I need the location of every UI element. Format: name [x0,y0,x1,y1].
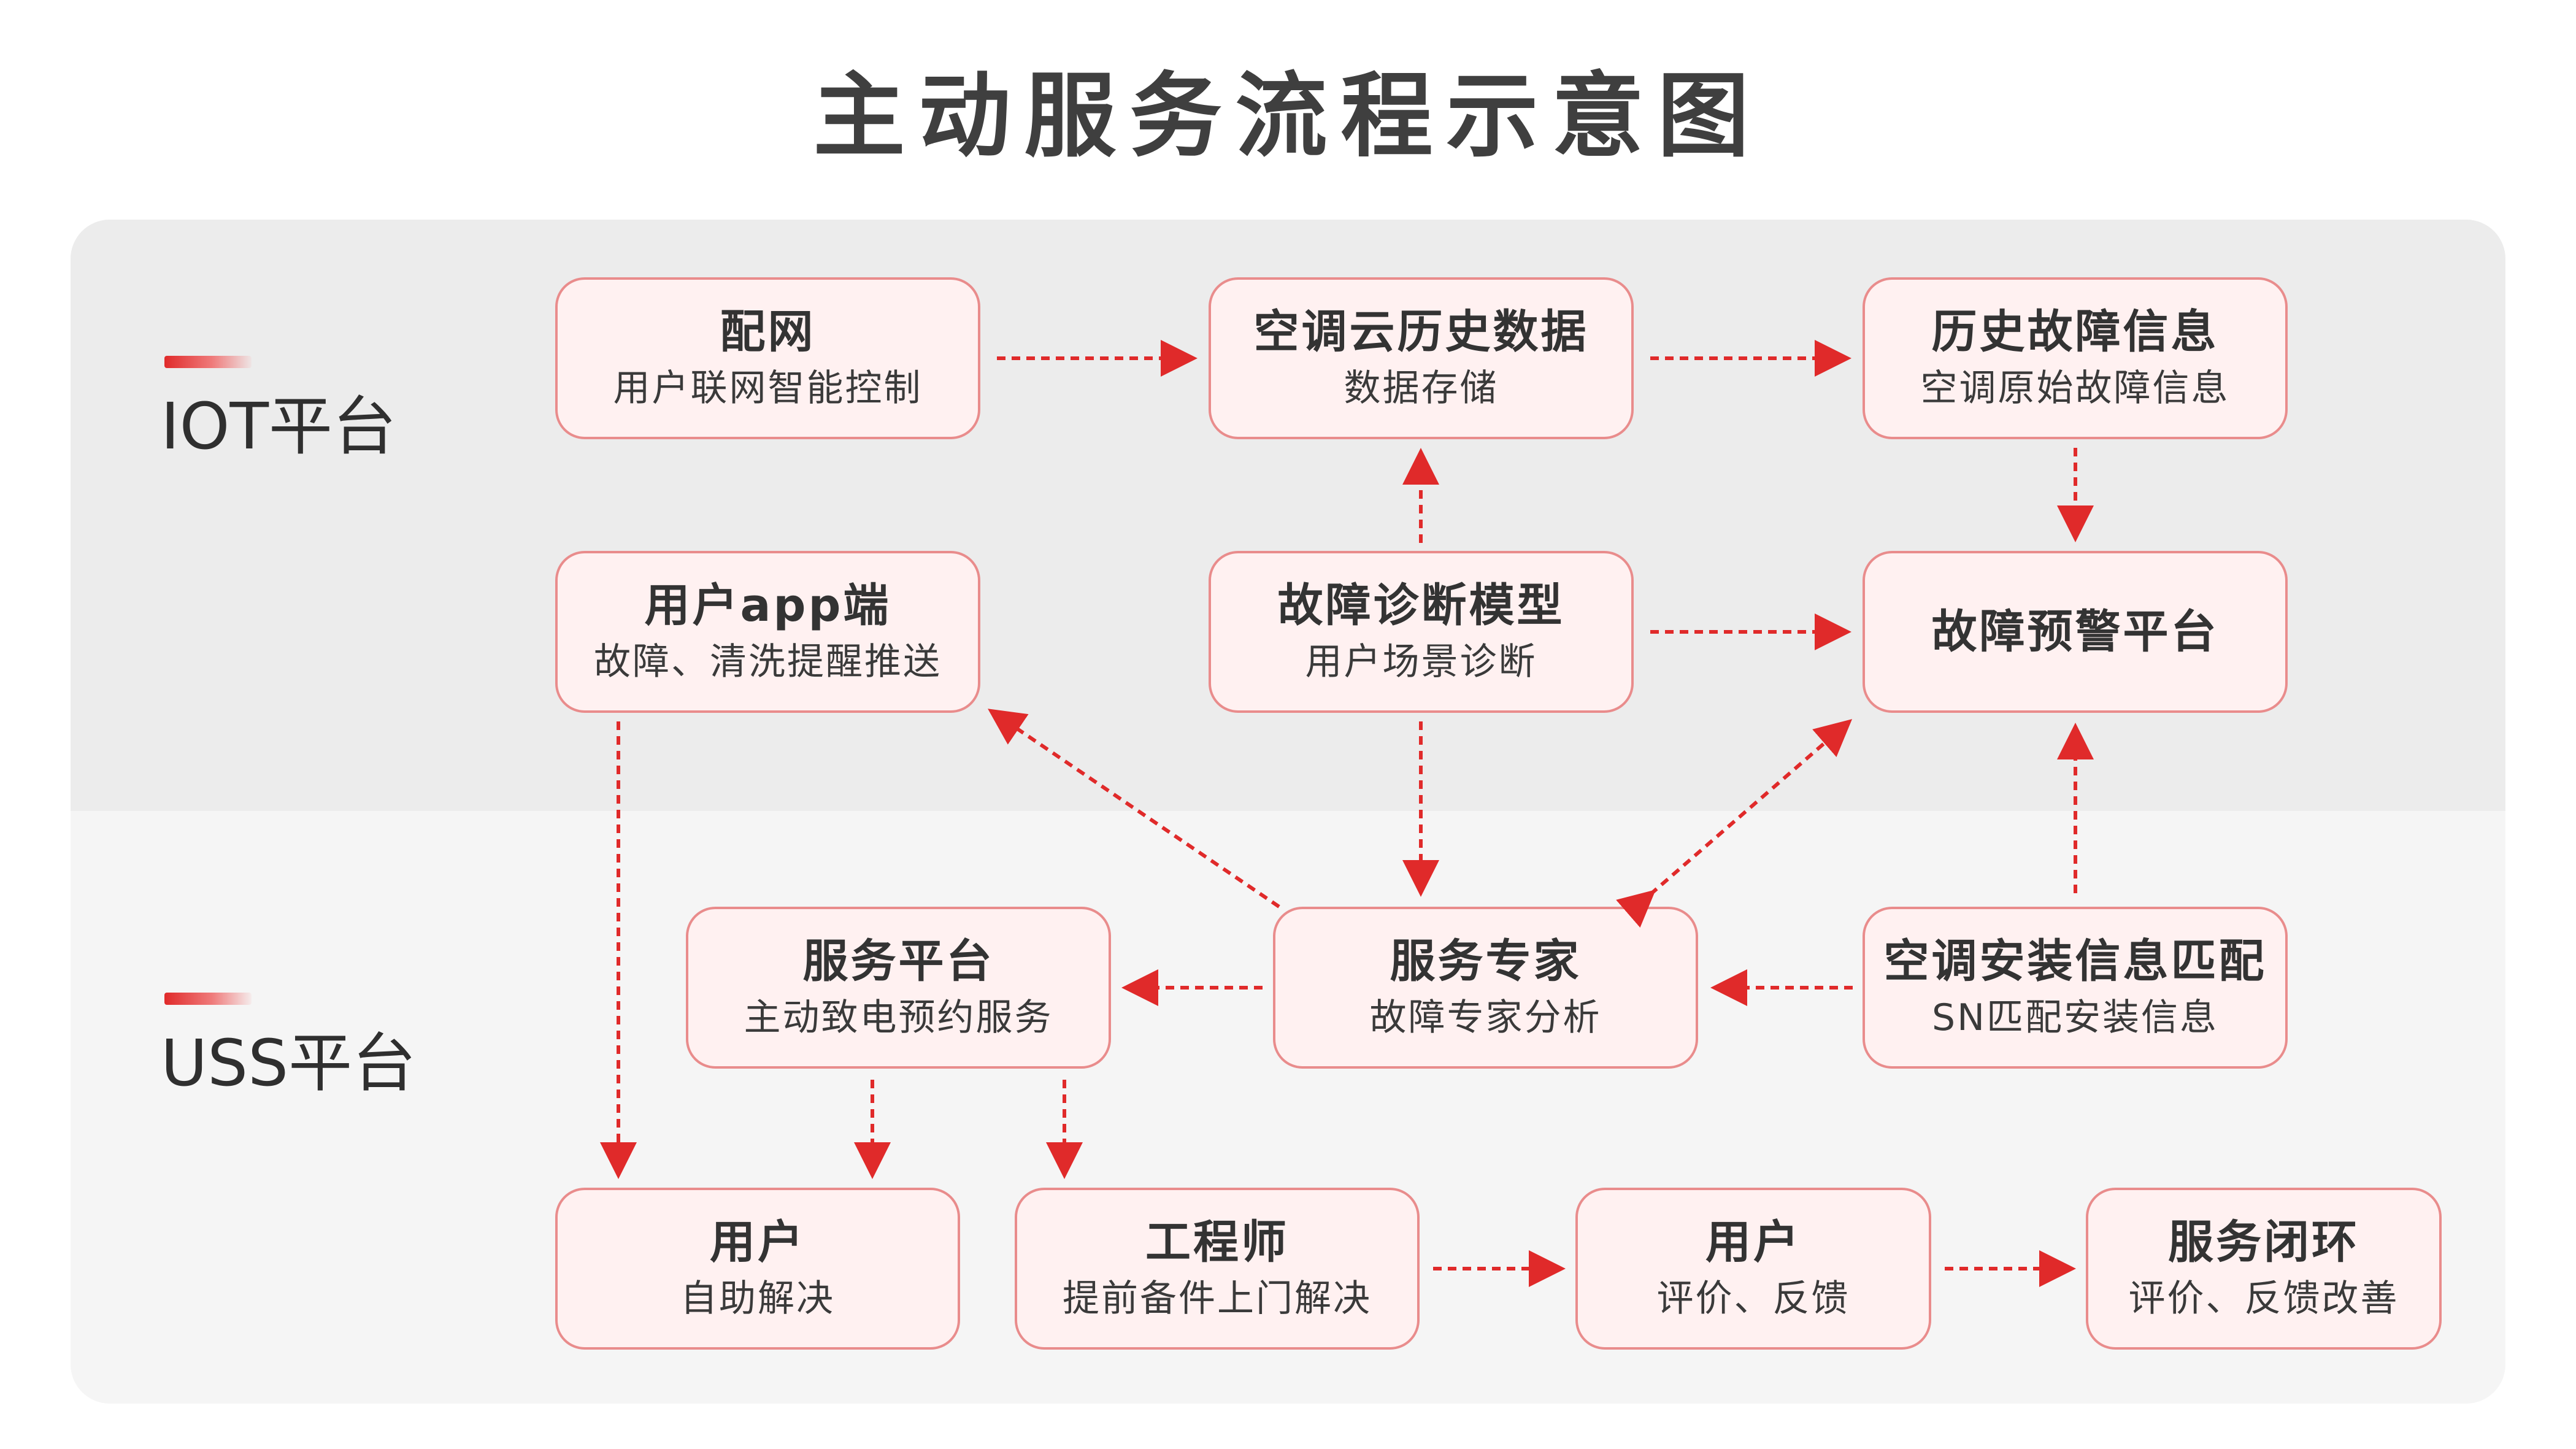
node-title: 历史故障信息 [1931,306,2219,358]
node-engineer: 工程师 提前备件上门解决 [1015,1188,1420,1350]
iot-accent-bar [164,356,252,368]
node-title: 配网 [720,306,816,358]
node-subtitle: 用户联网智能控制 [613,367,923,410]
node-title: 用户 [710,1216,805,1269]
node-service-loop: 服务闭环 评价、反馈改善 [2086,1188,2442,1350]
node-subtitle: 评价、反馈 [1656,1277,1850,1320]
node-title: 工程师 [1145,1216,1289,1269]
uss-accent-bar [164,993,252,1005]
node-subtitle: 提前备件上门解决 [1063,1277,1372,1320]
node-title: 用户 [1705,1216,1801,1269]
node-subtitle: 空调原始故障信息 [1920,367,2230,410]
node-title: 服务闭环 [2168,1216,2359,1269]
node-title: 服务平台 [802,935,994,988]
arrow-expert-to-app [988,709,1280,909]
uss-platform-label: USS平台 [161,1026,417,1101]
node-title: 故障诊断模型 [1277,579,1565,632]
node-history-fault: 历史故障信息 空调原始故障信息 [1863,277,2288,439]
node-title: 服务专家 [1390,935,1582,988]
node-user-self: 用户 自助解决 [555,1188,960,1350]
node-title: 空调安装信息匹配 [1883,935,2267,988]
node-subtitle: 主动致电预约服务 [744,996,1053,1039]
node-subtitle: 故障、清洗提醒推送 [594,640,942,683]
node-user-app: 用户app端 故障、清洗提醒推送 [555,551,980,713]
node-subtitle: 数据存储 [1344,367,1499,410]
node-title: 空调云历史数据 [1253,306,1589,358]
node-install-match: 空调安装信息匹配 SN匹配安装信息 [1863,907,2288,1069]
node-subtitle: 故障专家分析 [1369,996,1602,1039]
node-subtitle: 评价、反馈改善 [2128,1277,2399,1320]
node-subtitle: 自助解决 [680,1277,835,1320]
node-fault-model: 故障诊断模型 用户场景诊断 [1209,551,1634,713]
node-user-feedback: 用户 评价、反馈 [1575,1188,1931,1350]
page-title: 主动服务流程示意图 [813,63,1763,170]
node-subtitle: 用户场景诊断 [1305,640,1537,683]
node-service-platform: 服务平台 主动致电预约服务 [686,907,1111,1069]
node-title: 用户app端 [644,579,891,632]
arrow-expert-warning-bidirectional [1616,719,1853,928]
node-fault-warning: 故障预警平台 [1863,551,2288,713]
node-subtitle: SN匹配安装信息 [1932,996,2218,1039]
node-title: 故障预警平台 [1931,605,2219,658]
node-cloud-data: 空调云历史数据 数据存储 [1209,277,1634,439]
node-peiwang: 配网 用户联网智能控制 [555,277,980,439]
node-service-expert: 服务专家 故障专家分析 [1273,907,1698,1069]
iot-platform-label: IOT平台 [161,389,397,464]
